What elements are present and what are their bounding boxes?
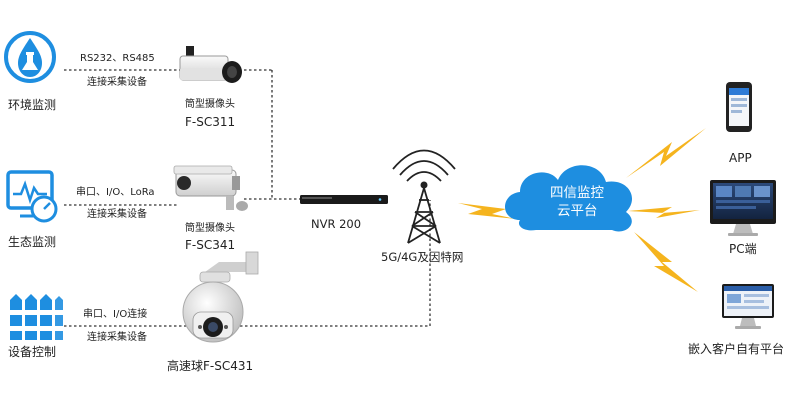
source-label-device-control: 设备控制 xyxy=(8,345,57,359)
lightning-bolt-icon xyxy=(458,203,516,219)
client-label-pc: PC端 xyxy=(729,242,757,256)
lightning-bolt-icon xyxy=(628,207,700,218)
camera-3-model: 高速球F-SC431 xyxy=(167,359,254,373)
water-drop-flask-icon xyxy=(4,31,56,83)
cloud-label-line2: 云平台 xyxy=(557,203,598,219)
camera-2-name: 筒型摄像头 xyxy=(185,223,235,234)
env-collect-label: 连接采集设备 xyxy=(87,77,147,88)
client-label-platform: 嵌入客户自有平台 xyxy=(688,342,785,356)
dev-collect-label: 连接采集设备 xyxy=(87,332,147,343)
eco-collect-label: 连接采集设备 xyxy=(87,209,147,220)
connection-lines xyxy=(64,69,431,327)
lightning-bolt-icon xyxy=(626,128,706,178)
source-label-environment: 环境监测 xyxy=(8,98,57,112)
camera-2-model: F-SC341 xyxy=(185,238,236,252)
wireless-signal-bolts xyxy=(458,128,706,292)
platform-monitor-icon xyxy=(722,284,774,329)
nvr-label: NVR 200 xyxy=(311,217,362,231)
cloud-platform-icon xyxy=(505,165,633,232)
network-label: 5G/4G及因特网 xyxy=(381,250,464,264)
env-protocol-label: RS232、RS485 xyxy=(80,53,155,64)
dev-protocol-label: 串口、I/O连接 xyxy=(83,309,148,320)
desktop-monitor-icon xyxy=(710,180,776,236)
speed-dome-camera-icon xyxy=(182,251,259,343)
camera-1-model: F-SC311 xyxy=(185,115,236,129)
eco-protocol-label: 串口、I/O、LoRa xyxy=(76,187,155,198)
nvr-device-icon xyxy=(300,195,388,204)
bullet-camera-icon xyxy=(173,165,248,211)
camera-1-name: 筒型摄像头 xyxy=(185,99,235,110)
link-dome-nvr xyxy=(240,200,431,327)
cloud-label-line1: 四信监控 xyxy=(550,185,604,201)
source-label-ecology: 生态监测 xyxy=(8,235,57,249)
smartphone-icon xyxy=(726,82,752,132)
fence-icon xyxy=(6,294,64,340)
signal-tower-icon xyxy=(392,149,456,244)
bullet-camera-icon xyxy=(179,46,242,83)
client-label-app: APP xyxy=(729,151,752,165)
monitor-pulse-gauge-icon xyxy=(6,170,58,223)
lightning-bolt-icon xyxy=(634,232,698,292)
